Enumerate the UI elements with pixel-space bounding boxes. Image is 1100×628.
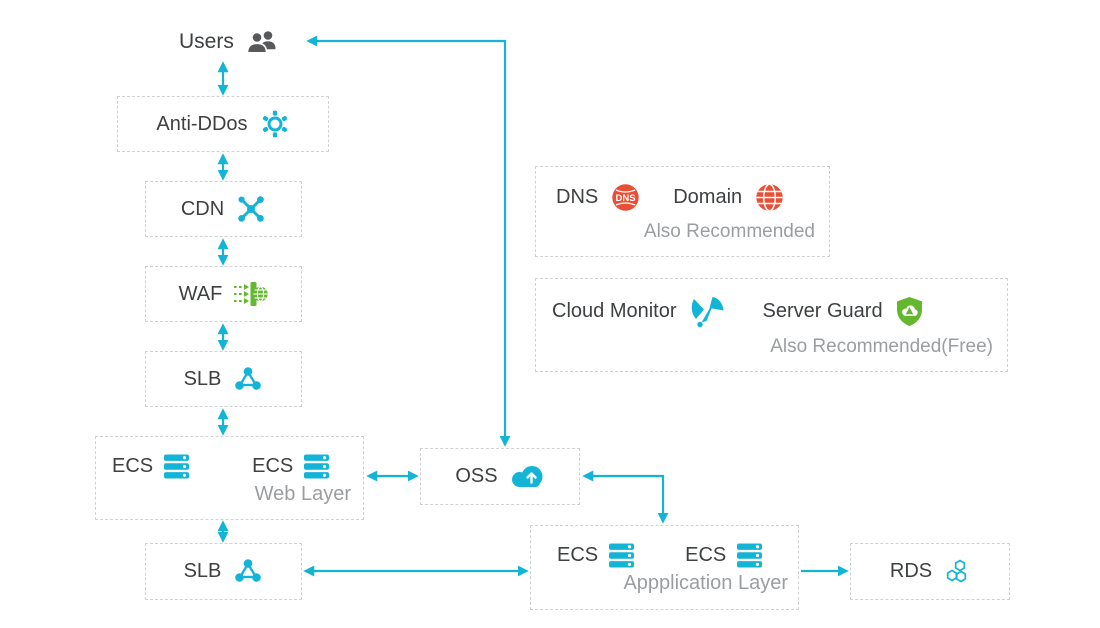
ecs-server-icon xyxy=(609,543,635,568)
domain-globe-icon xyxy=(756,184,783,211)
node-cdn: CDN xyxy=(145,181,302,237)
dns-item: DNS DNS xyxy=(556,182,641,213)
dns-domain-row: DNS DNS Domain xyxy=(556,182,817,213)
slb-balancer-icon xyxy=(235,366,262,390)
slb-balancer-icon xyxy=(235,559,262,582)
ecs-server-icon xyxy=(737,543,763,568)
ecs-label: ECS xyxy=(685,544,727,566)
users-label: Users xyxy=(179,30,234,53)
app-layer-sublabel: Appplication Layer xyxy=(623,572,788,594)
oss-label: OSS xyxy=(455,465,498,487)
server-guard-shield-icon xyxy=(896,296,922,326)
rds-label: RDS xyxy=(889,560,933,582)
dns-globe-icon: DNS xyxy=(612,184,639,211)
dns-icon-text: DNS xyxy=(616,193,636,204)
waf-firewall-icon xyxy=(234,282,269,306)
node-waf: WAF xyxy=(145,266,302,322)
slb-app-label: SLB xyxy=(183,560,222,582)
dns-domain-note: Also Recommended xyxy=(643,221,815,242)
cloud-monitor-gauge-icon xyxy=(691,296,724,327)
waf-label: WAF xyxy=(178,282,223,305)
server-guard-label: Server Guard xyxy=(762,299,883,322)
ecs-label: ECS xyxy=(112,454,154,477)
monitoring-row: Cloud Monitor Server Guard xyxy=(552,295,993,328)
server-guard-item: Server Guard xyxy=(763,296,924,327)
panel-dns-domain: DNS DNS Domain xyxy=(535,166,830,257)
web-layer-ecs-row: ECS ECS xyxy=(112,453,351,480)
users-icon xyxy=(246,30,276,54)
cloud-monitor-label: Cloud Monitor xyxy=(552,299,677,322)
node-slb-app: SLB xyxy=(145,543,302,600)
cdn-nodes-icon xyxy=(238,196,264,222)
node-users: Users xyxy=(179,24,281,60)
domain-label: Domain xyxy=(673,186,743,208)
connector-users-oss xyxy=(306,35,511,447)
node-web-layer: ECS ECS xyxy=(95,436,364,520)
rds-hexagons-icon xyxy=(946,559,967,583)
oss-cloud-upload-icon xyxy=(511,466,543,487)
ecs-label: ECS xyxy=(557,544,599,566)
node-slb-web: SLB xyxy=(145,351,302,407)
dns-label: DNS xyxy=(556,186,599,208)
anti-ddos-gear-icon xyxy=(262,110,287,138)
ecs-server-icon xyxy=(164,454,190,478)
web-layer-sublabel: Web Layer xyxy=(254,482,351,505)
panel-monitoring: Cloud Monitor Server Guard xyxy=(535,278,1008,372)
anti-ddos-label: Anti-DDos xyxy=(156,112,248,135)
ecs-label: ECS xyxy=(252,454,294,477)
ecs-server-icon xyxy=(304,454,330,478)
node-anti-ddos: Anti-DDos xyxy=(117,96,329,152)
cloud-monitor-item: Cloud Monitor xyxy=(552,295,729,328)
connector-oss-applayer xyxy=(582,470,669,524)
node-rds: RDS xyxy=(850,543,1010,600)
app-layer-ecs-row: ECS ECS xyxy=(557,542,788,569)
cdn-label: CDN xyxy=(180,197,225,220)
domain-item: Domain xyxy=(673,182,785,213)
monitoring-note: Also Recommended(Free) xyxy=(770,335,993,357)
node-app-layer: ECS ECS xyxy=(530,525,799,610)
slb-web-label: SLB xyxy=(183,367,222,390)
node-oss: OSS xyxy=(420,448,580,505)
